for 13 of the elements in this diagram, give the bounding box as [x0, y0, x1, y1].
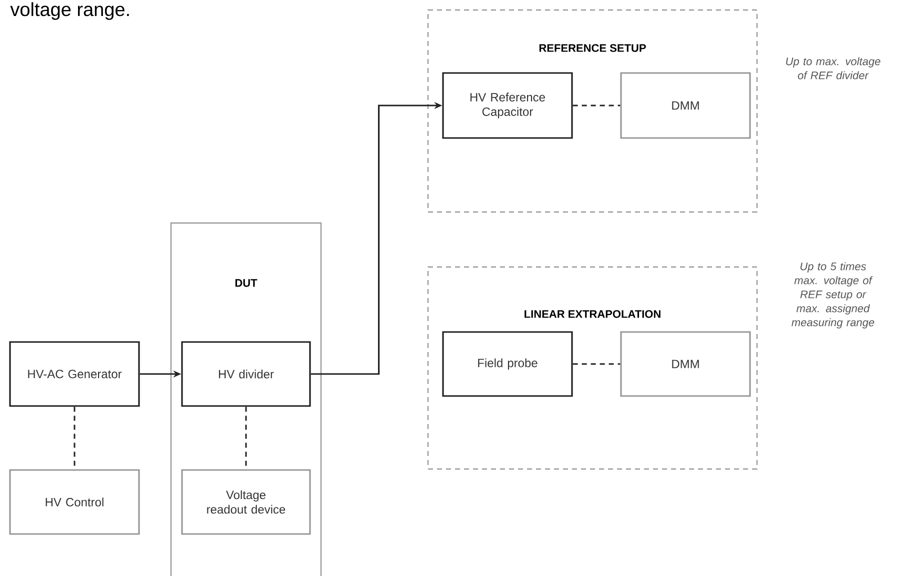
process-box: Field probe	[442, 331, 573, 397]
process-box: HV-AC Generator	[9, 341, 140, 407]
connector-line	[572, 104, 620, 106]
note-text: Up to 5 times max. voltage of REF setup or max. assigned measuring range	[792, 262, 874, 328]
process-box: DMM	[620, 72, 751, 139]
intro-text: voltage range.	[10, 2, 129, 20]
process-box: Voltage readout device	[181, 469, 311, 535]
connector-line	[572, 363, 620, 365]
process-box: HV Control	[9, 469, 140, 535]
process-box: HV Reference Capacitor	[442, 72, 573, 139]
process-box: HV divider	[181, 341, 311, 407]
note-text: Up to max. voltage of REF divider	[786, 57, 880, 80]
process-box: DMM	[620, 331, 751, 397]
